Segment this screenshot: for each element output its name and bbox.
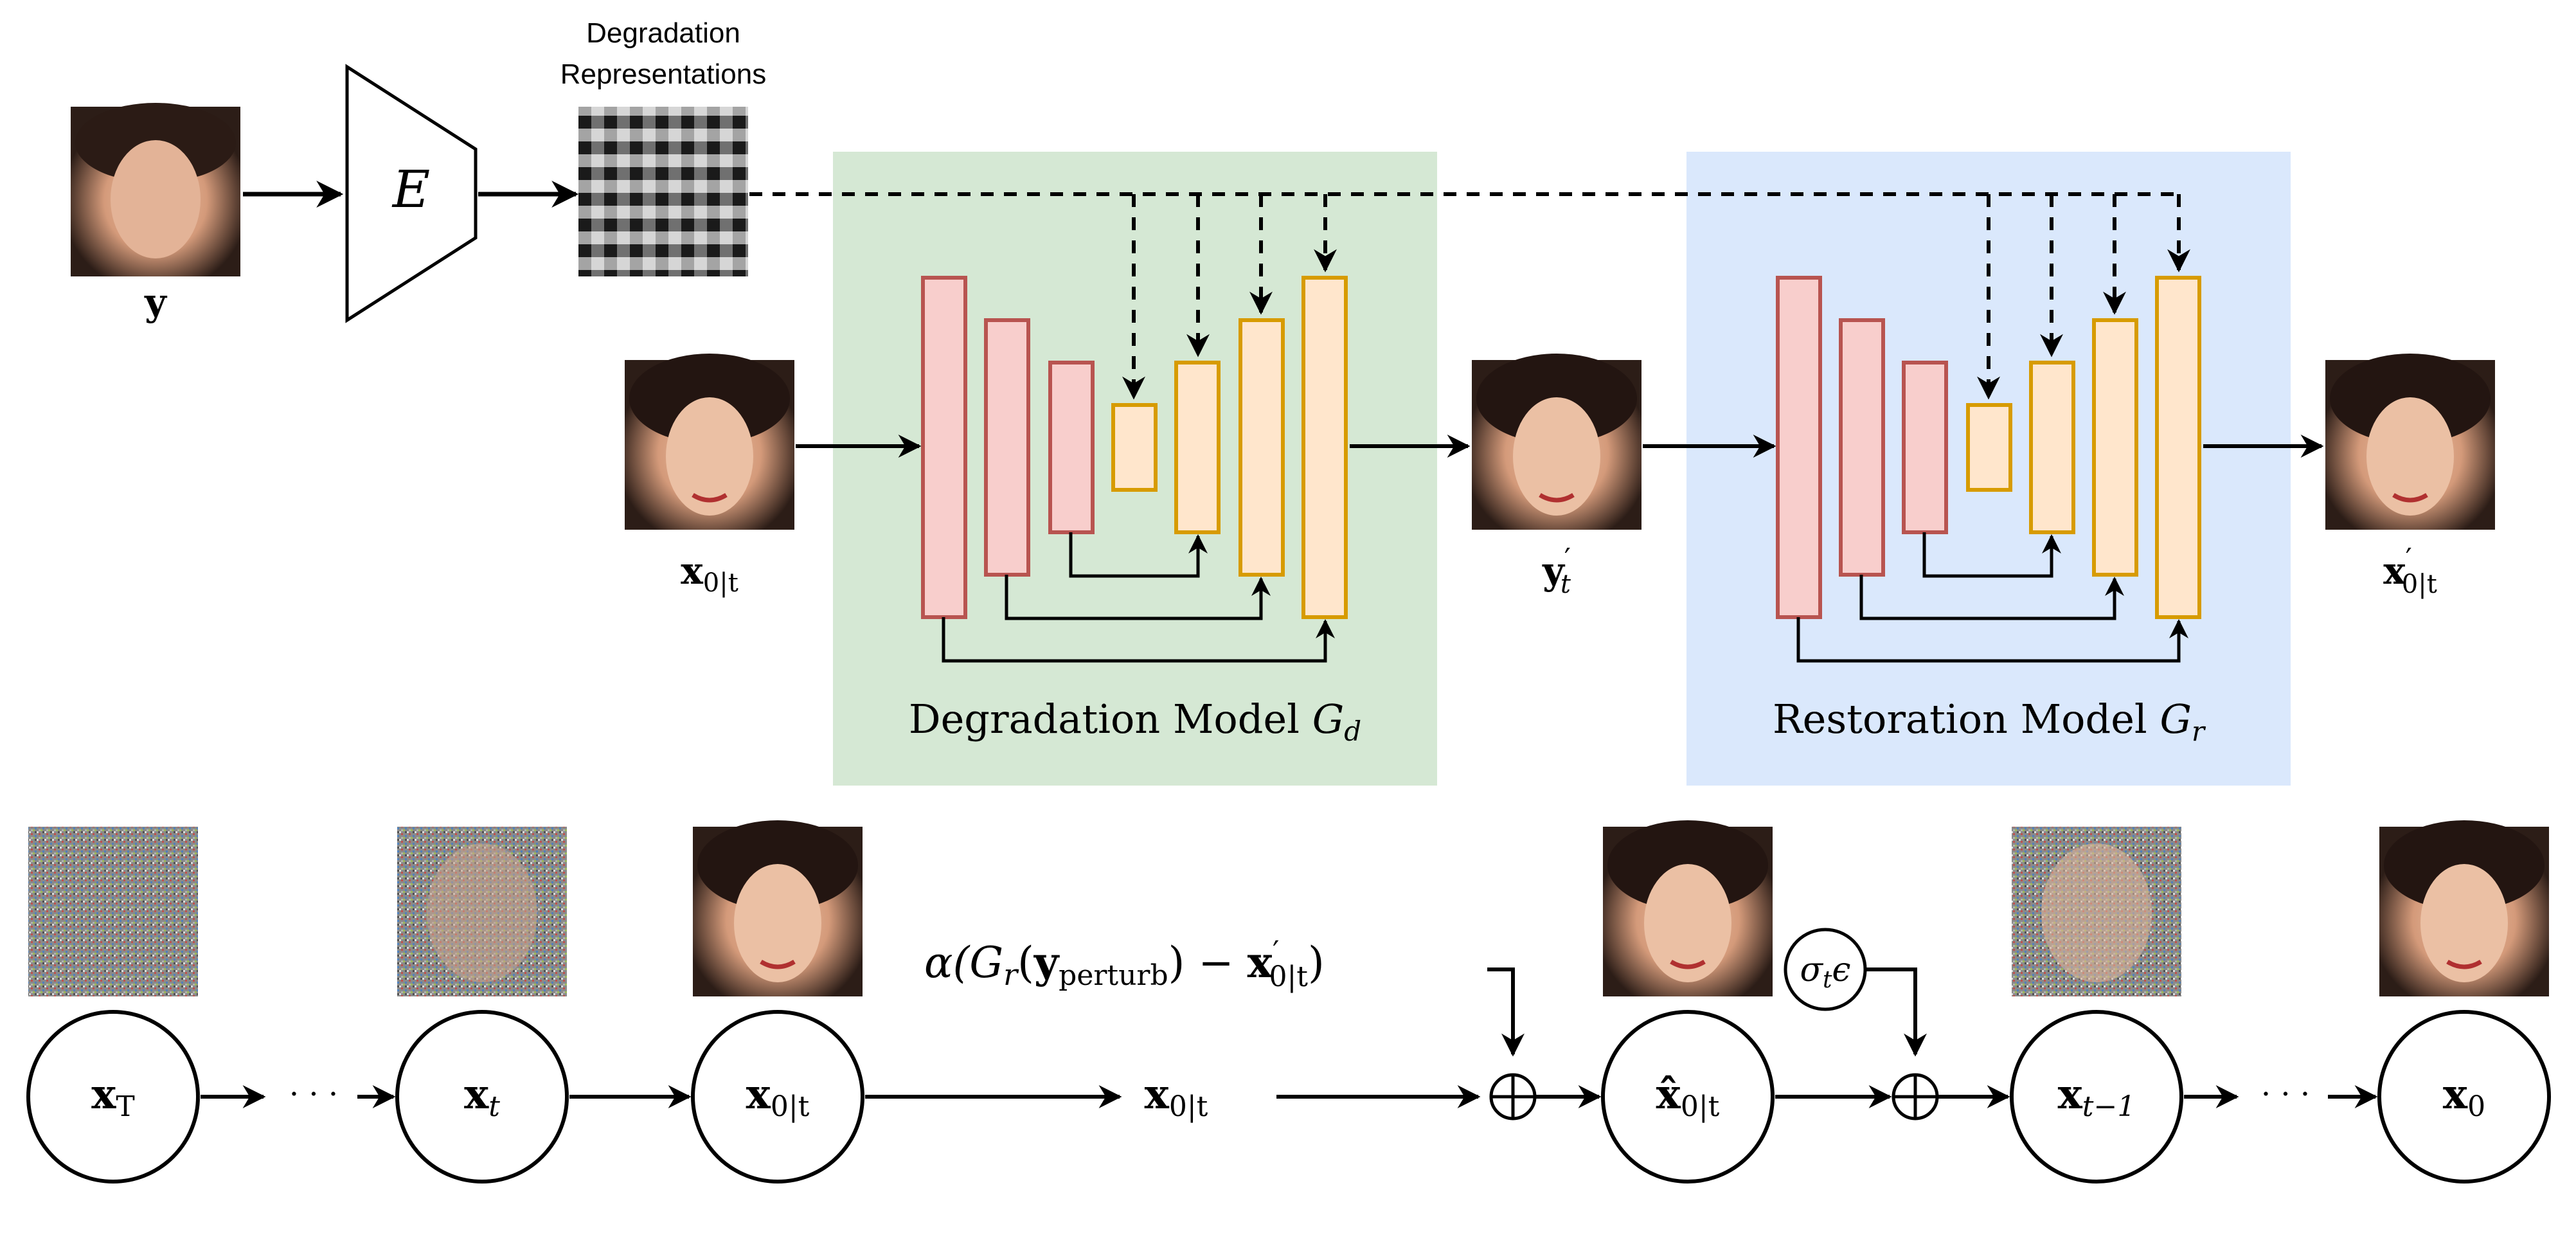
encoder-input-label: y	[144, 280, 168, 324]
plus-node-guidance	[1489, 1073, 1537, 1120]
gd-bottleneck-block	[1111, 403, 1158, 492]
node-xt-minus-1: xt−1	[2010, 1010, 2183, 1184]
noisy-image-xt-1	[2012, 827, 2181, 996]
gd-decoder-block-2	[1239, 318, 1285, 577]
svg-text:x0|t: x0|t	[746, 1070, 810, 1123]
encoder-symbol: E	[391, 159, 430, 219]
guidance-term: α(Gr(yperturb) − x′0|t)	[924, 934, 1325, 993]
svg-text:x̂0|t: x̂0|t	[1656, 1070, 1720, 1123]
svg-text:x0: x0	[2443, 1070, 2485, 1123]
node-x0: x0	[2377, 1010, 2551, 1184]
degraded-output-image	[1472, 354, 1641, 530]
node-xT: xT	[26, 1010, 200, 1184]
conditioning-arrows-gd	[1122, 194, 1337, 400]
final-image-x0	[2379, 820, 2549, 996]
degraded-output-label: y′t	[1542, 543, 1571, 599]
conditioning-arrows-gr	[1977, 194, 2190, 400]
svg-text:σtϵ: σtϵ	[1800, 951, 1850, 993]
svg-text:xT: xT	[91, 1070, 135, 1123]
degradation-unet	[921, 276, 1348, 663]
guided-image-x0t-hat	[1603, 820, 1773, 996]
node-xt: xt	[395, 1010, 569, 1184]
degradation-input-label: x0|t	[681, 549, 738, 598]
representations-label-line2: Representations	[560, 59, 766, 90]
mid-label-x0t: x0|t	[1145, 1070, 1208, 1123]
representations-label-line1: Degradation	[586, 17, 740, 49]
ellipsis-right: · · ·	[2261, 1076, 2310, 1112]
noise-image-xT	[28, 827, 198, 996]
gr-encoder-block-2	[1839, 318, 1885, 577]
svg-text:xt: xt	[464, 1070, 500, 1123]
gd-encoder-block-3	[1048, 361, 1095, 534]
gr-decoder-block-1	[2029, 361, 2075, 534]
node-x0t: x0|t	[691, 1010, 864, 1184]
node-x0t-hat: x̂0|t	[1601, 1010, 1775, 1184]
gr-skip-connections	[1796, 532, 2188, 663]
arrow-noise-to-plus2	[1866, 968, 1927, 1057]
gr-decoder-block-2	[2092, 318, 2138, 577]
gd-encoder-block-2	[984, 318, 1030, 577]
arrow-guidance-to-plus1	[1487, 968, 1525, 1057]
degradation-input-image	[625, 354, 794, 530]
encoder-block	[345, 64, 478, 323]
gd-decoder-block-3	[1301, 276, 1348, 619]
gr-bottleneck-block	[1966, 403, 2012, 492]
plus-node-noise	[1892, 1073, 1939, 1120]
degradation-representations-image	[578, 107, 748, 276]
noise-term-node: σtϵ	[1784, 928, 1867, 1011]
gd-skip-connections	[942, 532, 1335, 663]
svg-text:xt−1: xt−1	[2058, 1070, 2136, 1123]
noisy-image-xt	[397, 827, 567, 996]
gd-encoder-block-1	[921, 276, 967, 619]
restored-output-label: x′0|t	[2383, 543, 2437, 599]
degradation-model-label: Degradation Model Gd	[909, 696, 1361, 747]
gd-decoder-block-1	[1174, 361, 1221, 534]
encoder-input-image	[71, 103, 240, 276]
gr-decoder-block-3	[2155, 276, 2201, 619]
restoration-model-label: Restoration Model Gr	[1773, 696, 2206, 747]
predicted-image-x0t	[693, 820, 863, 996]
restored-output-image	[2325, 354, 2495, 530]
ellipsis-left: · · ·	[289, 1076, 338, 1112]
restoration-unet	[1776, 276, 2201, 663]
gr-encoder-block-3	[1902, 361, 1948, 534]
gr-encoder-block-1	[1776, 276, 1822, 619]
